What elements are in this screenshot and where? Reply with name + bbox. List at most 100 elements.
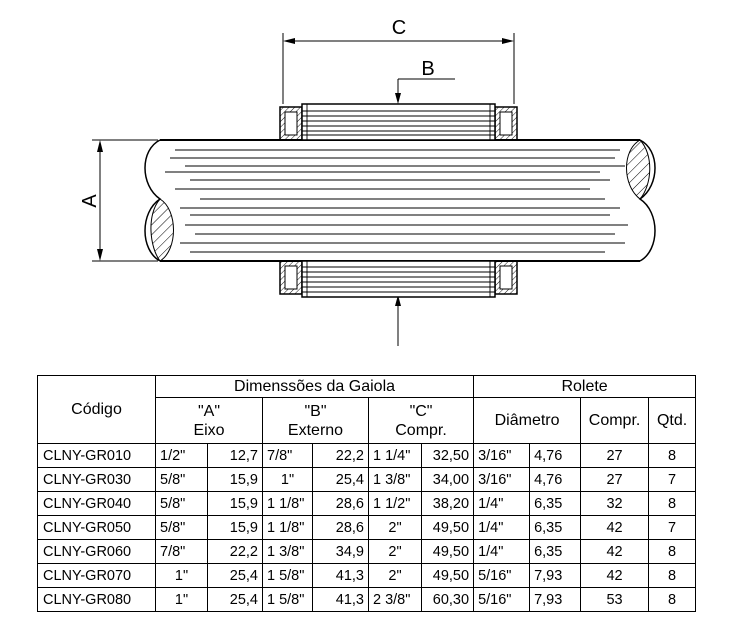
compr-cell: 53: [580, 587, 650, 612]
c-inch-cell: 2": [368, 539, 422, 564]
table-row: CLNY-GR050 5/8" 15,9 1 1/8" 28,6 2" 49,5…: [37, 515, 697, 540]
qtd-cell: 8: [648, 443, 697, 468]
diametro-inch-cell: 1/4": [473, 515, 531, 540]
diametro-header: Diâmetro: [473, 397, 582, 444]
table-row: CLNY-GR030 5/8" 15,9 1" 25,4 1 3/8" 34,0…: [37, 467, 697, 492]
a-inch-cell: 7/8": [155, 539, 208, 564]
diametro-mm-cell: 7,93: [529, 563, 582, 588]
b-inch-cell: 1 5/8": [262, 563, 313, 588]
dimension-c-label: C: [392, 17, 406, 39]
diametro-inch-cell: 5/16": [473, 587, 531, 612]
c-mm-cell: 49,50: [420, 563, 475, 588]
c-mm-cell: 60,30: [420, 587, 475, 612]
b-header: "B": [304, 402, 327, 420]
diametro-inch-cell: 5/16": [473, 563, 531, 588]
dimension-a-label: A: [79, 194, 101, 208]
a-inch-cell: 1/2": [155, 443, 208, 468]
c-header: "C": [409, 402, 433, 420]
b-inch-cell: 1 5/8": [262, 587, 313, 612]
c-mm-cell: 49,50: [420, 539, 475, 564]
diametro-mm-cell: 7,93: [529, 587, 582, 612]
table-row: CLNY-GR070 1" 25,4 1 5/8" 41,3 2" 49,50 …: [37, 563, 697, 588]
dimension-c: C: [282, 17, 515, 104]
c-mm-cell: 32,50: [420, 443, 475, 468]
dimension-b-label: B: [421, 58, 434, 80]
diametro-mm-cell: 6,35: [529, 515, 582, 540]
a-mm-cell: 15,9: [207, 491, 263, 516]
dimension-a: A: [79, 139, 158, 262]
b-mm-cell: 28,6: [312, 491, 369, 516]
a-inch-cell: 1": [155, 563, 208, 588]
codigo-header: Código: [37, 375, 156, 444]
specification-table: Código Dimenssões da Gaiola Rolete "A" E…: [37, 375, 697, 612]
compr-cell: 27: [580, 467, 650, 492]
b-mm-cell: 34,9: [312, 539, 369, 564]
a-inch-cell: 1": [155, 587, 208, 612]
a-header: "A": [197, 402, 221, 420]
c-mm-cell: 34,00: [420, 467, 475, 492]
dimension-b: B: [395, 58, 455, 346]
diametro-mm-cell: 6,35: [529, 491, 582, 516]
b-mm-cell: 25,4: [312, 467, 369, 492]
qtd-cell: 8: [648, 539, 697, 564]
dimensoes-header: Dimenssões da Gaiola: [154, 375, 475, 398]
qtd-cell: 7: [648, 515, 697, 540]
b-inch-cell: 1 1/8": [262, 491, 313, 516]
code-cell: CLNY-GR050: [37, 515, 156, 540]
c-inch-cell: 1 1/2": [368, 491, 422, 516]
diametro-inch-cell: 3/16": [473, 443, 531, 468]
qtd-cell: 7: [648, 467, 697, 492]
diametro-mm-cell: 4,76: [529, 467, 582, 492]
a-inch-cell: 5/8": [155, 515, 208, 540]
diametro-inch-cell: 1/4": [473, 491, 531, 516]
b-inch-cell: 7/8": [262, 443, 313, 468]
code-cell: CLNY-GR040: [37, 491, 156, 516]
a-mm-cell: 12,7: [207, 443, 263, 468]
code-cell: CLNY-GR010: [37, 443, 156, 468]
c-inch-cell: 2 3/8": [368, 587, 422, 612]
a-mm-cell: 25,4: [207, 587, 263, 612]
c-sub-header: Compr.: [395, 421, 447, 439]
c-inch-cell: 2": [368, 515, 422, 540]
b-inch-cell: 1": [262, 467, 313, 492]
compr-cell: 42: [580, 539, 650, 564]
b-mm-cell: 41,3: [312, 587, 369, 612]
c-compr-header: "C" Compr.: [367, 397, 475, 444]
cage-drawing: C B A: [79, 17, 656, 346]
c-mm-cell: 49,50: [420, 515, 475, 540]
b-mm-cell: 22,2: [312, 443, 369, 468]
a-eixo-header: "A" Eixo: [155, 397, 263, 444]
a-inch-cell: 5/8": [155, 491, 208, 516]
table-row: CLNY-GR080 1" 25,4 1 5/8" 41,3 2 3/8" 60…: [37, 587, 697, 612]
a-mm-cell: 25,4: [207, 563, 263, 588]
a-sub-header: Eixo: [193, 421, 225, 439]
diametro-inch-cell: 1/4": [473, 539, 531, 564]
b-mm-cell: 28,6: [312, 515, 369, 540]
a-mm-cell: 15,9: [207, 515, 263, 540]
b-sub-header: Externo: [287, 421, 344, 439]
compr-cell: 32: [580, 491, 650, 516]
b-mm-cell: 41,3: [312, 563, 369, 588]
a-mm-cell: 15,9: [207, 467, 263, 492]
compr-cell: 42: [580, 515, 650, 540]
diametro-inch-cell: 3/16": [473, 467, 531, 492]
compr-cell: 27: [580, 443, 650, 468]
table-row: CLNY-GR060 7/8" 22,2 1 3/8" 34,9 2" 49,5…: [37, 539, 697, 564]
cage-top: [279, 103, 518, 141]
shaft: [144, 139, 656, 262]
diametro-mm-cell: 4,76: [529, 443, 582, 468]
code-cell: CLNY-GR070: [37, 563, 156, 588]
qtd-cell: 8: [648, 563, 697, 588]
b-inch-cell: 1 3/8": [262, 539, 313, 564]
b-externo-header: "B" Externo: [262, 397, 369, 444]
a-inch-cell: 5/8": [155, 467, 208, 492]
qtd-cell: 8: [648, 587, 697, 612]
c-mm-cell: 38,20: [420, 491, 475, 516]
table-row: CLNY-GR010 1/2" 12,7 7/8" 22,2 1 1/4" 32…: [37, 443, 697, 468]
c-inch-cell: 2": [368, 563, 422, 588]
code-cell: CLNY-GR080: [37, 587, 156, 612]
c-inch-cell: 1 1/4": [368, 443, 422, 468]
diametro-mm-cell: 6,35: [529, 539, 582, 564]
b-inch-cell: 1 1/8": [262, 515, 313, 540]
rolete-header: Rolete: [473, 375, 697, 398]
